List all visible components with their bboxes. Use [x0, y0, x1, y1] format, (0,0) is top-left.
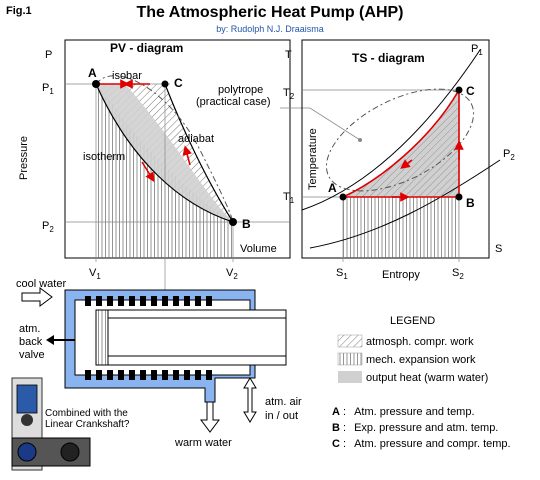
pv-isotherm-arrow: [141, 161, 155, 183]
back-valve-label-2: back: [19, 336, 43, 348]
ts-isobar-p2: [309, 159, 501, 249]
legend-swatch-diagonal: [337, 334, 363, 348]
pv-title: PV - diagram: [110, 41, 183, 55]
ts-t2-label: T2: [283, 87, 295, 101]
cool-water-label: cool water: [16, 278, 66, 290]
ts-diagram: TS - diagram T Temperature S Entropy A B: [283, 39, 515, 281]
pv-polytrope-curve: [95, 75, 234, 223]
ts-compression-work-area: [343, 90, 459, 197]
ts-title: TS - diagram: [352, 51, 425, 65]
atm-air-label-1: atm. air: [265, 396, 302, 408]
pv-isobar-label: isobar: [112, 70, 142, 82]
ts-s2-label: S2: [452, 267, 464, 281]
ts-axis-entropy: Entropy: [382, 269, 420, 281]
pv-p1-label: P1: [42, 82, 54, 96]
combined-label-1: Combined with the: [45, 408, 128, 419]
linear-crankshaft-thumbnail: [11, 377, 91, 471]
pv-axis-p: P: [45, 49, 52, 61]
figure-label: Fig.1: [6, 5, 32, 17]
back-valve-label-1: atm.: [19, 323, 40, 335]
ts-p2-label: P2: [503, 148, 515, 162]
ts-label-b: B: [466, 196, 475, 210]
pv-v2-label: V2: [226, 267, 238, 281]
atm-air-label-2: in / out: [265, 410, 298, 422]
ts-axis-temperature: Temperature: [307, 128, 319, 190]
page-title: The Atmospheric Heat Pump (AHP): [136, 4, 404, 21]
coil-top: [85, 296, 212, 306]
back-valve-label-3: valve: [19, 349, 45, 361]
ts-polytrope-ellipse: [325, 88, 475, 192]
pv-adiabat-curve: [164, 83, 234, 223]
cool-water-arrow-icon: [21, 287, 53, 307]
ts-point-c: [455, 86, 463, 94]
pv-axis-volume: Volume: [240, 243, 277, 255]
ts-axis-s: S: [495, 243, 502, 255]
legend-swatch-vertical: [337, 352, 363, 366]
byline: by: Rudolph N.J. Draaisma: [216, 24, 324, 34]
legend-title: LEGEND: [390, 315, 435, 327]
legend: LEGEND atmosph. compr. work mech. expans…: [332, 315, 511, 450]
pv-p2-label: P2: [42, 220, 54, 234]
legend-item-3: output heat (warm water): [366, 372, 488, 384]
polytrope-leader-line: [280, 107, 361, 141]
legend-point-c: C :Atm. pressure and compr. temp.: [332, 438, 511, 450]
legend-swatch-grey: [338, 371, 362, 383]
heat-pump-machine: [21, 287, 287, 433]
pv-practical-label: (practical case): [196, 96, 271, 108]
pv-point-b: [229, 218, 237, 226]
pv-axis-pressure: Pressure: [18, 136, 30, 180]
back-valve-arrow-icon: [46, 335, 54, 345]
pv-output-heat-area: [96, 84, 233, 222]
pv-isotherm-curve: [95, 83, 234, 223]
piston-head: [95, 309, 109, 366]
ts-isobar-p1: [301, 49, 481, 211]
ts-expansion-work-area: [343, 197, 459, 258]
ts-label-a: A: [328, 181, 337, 195]
warm-water-label: warm water: [174, 437, 232, 449]
coil-bottom: [85, 370, 212, 380]
pv-adiabat-arrow: [182, 145, 192, 166]
ts-axis-t: T: [285, 49, 292, 61]
pv-label-c: C: [174, 76, 183, 90]
pv-diagram: PV - diagram P Pressure Volume A C B iso…: [18, 39, 291, 330]
atm-air-arrow-icon: [243, 377, 257, 423]
ts-cycle-curve: [342, 89, 460, 198]
ts-s1-label: S1: [336, 267, 348, 281]
legend-point-a: A :Atm. pressure and temp.: [332, 406, 475, 418]
pv-isotherm-label: isotherm: [83, 151, 125, 163]
pv-label-a: A: [88, 66, 97, 80]
pv-point-c: [161, 80, 169, 88]
pv-label-b: B: [242, 217, 251, 231]
ts-t1-label: T1: [283, 191, 295, 205]
legend-item-2: mech. expansion work: [366, 354, 476, 366]
pv-adiabat-label: adiabat: [178, 133, 214, 145]
pv-v1-label: V1: [89, 267, 101, 281]
ts-point-b: [455, 193, 463, 201]
pv-point-a: [92, 80, 100, 88]
ts-label-c: C: [466, 84, 475, 98]
legend-item-1: atmosph. compr. work: [366, 336, 474, 348]
legend-point-b: B :Exp. pressure and atm. temp.: [332, 422, 498, 434]
combined-label-2: Linear Crankshaft?: [45, 419, 130, 430]
pv-polytrope-label: polytrope: [218, 84, 263, 96]
warm-water-arrow-icon: [200, 401, 220, 433]
ts-point-a: [339, 193, 347, 201]
ts-p1-label: P1: [471, 43, 483, 57]
